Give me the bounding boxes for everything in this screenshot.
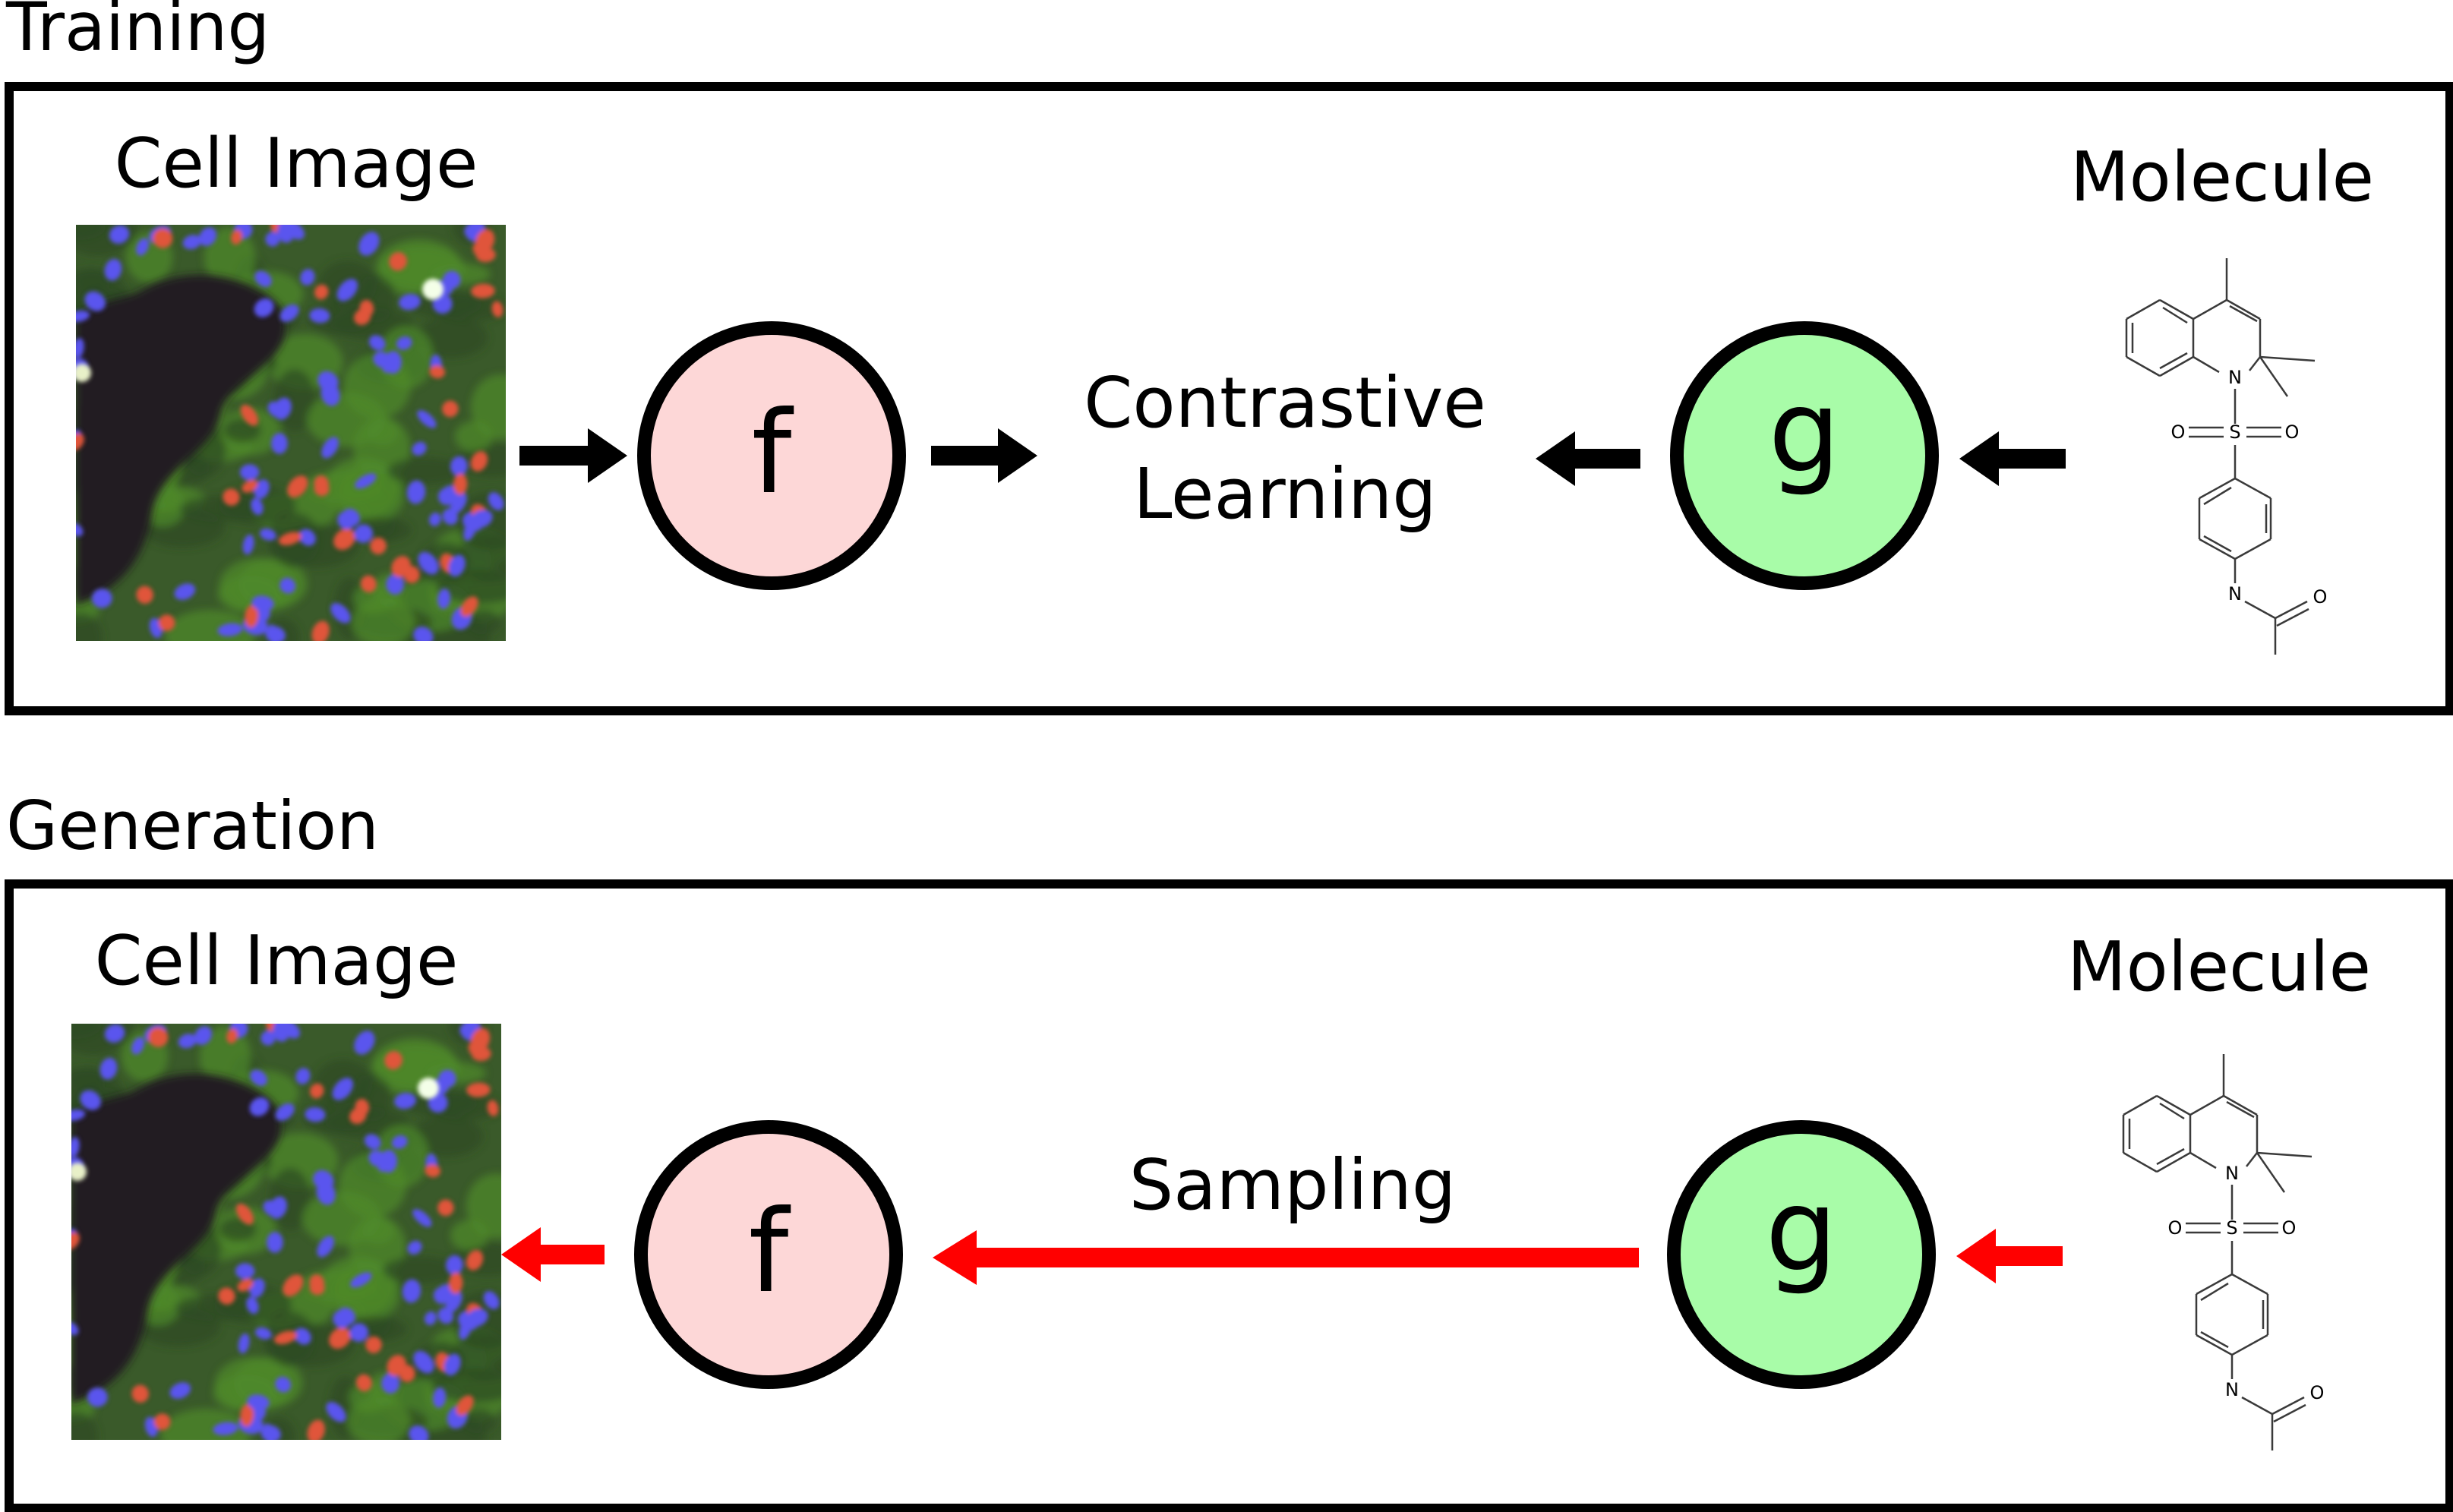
- training-arrow-molecule-to-g: [1959, 431, 2066, 486]
- training-cell-image-label: Cell Image: [115, 124, 478, 204]
- atom-o-amide: O: [2310, 1382, 2325, 1403]
- generation-encoder-f: [634, 1120, 903, 1389]
- atom-o-right: O: [2282, 1217, 2297, 1239]
- atom-o-right: O: [2285, 421, 2300, 443]
- generation-panel-frame: [5, 879, 2453, 1512]
- training-title: Training: [5, 0, 270, 66]
- training-encoder-f: [637, 321, 906, 590]
- training-arrow-g-to-contrastive: [1536, 431, 1640, 486]
- generation-arrow-f-to-cell: [501, 1227, 605, 1282]
- training-encoder-g-label: g: [1768, 366, 1840, 498]
- sampling-label: Sampling: [1129, 1144, 1457, 1226]
- generation-encoder-g: [1667, 1120, 1936, 1389]
- generation-title: Generation: [6, 787, 379, 865]
- training-encoder-f-label: f: [752, 387, 794, 519]
- atom-o-left: O: [2171, 421, 2186, 443]
- generation-cell-image-label: Cell Image: [95, 921, 459, 1001]
- training-panel-frame: [5, 82, 2453, 715]
- contrastive-label-line2: Learning: [1133, 453, 1436, 535]
- training-arrow-f-to-contrastive: [931, 428, 1037, 483]
- training-arrow-cell-to-f: [519, 428, 627, 483]
- atom-n2: N: [2228, 583, 2242, 604]
- generation-encoder-g-label: g: [1765, 1165, 1837, 1297]
- training-cell-image: [76, 225, 506, 641]
- atom-s: S: [2229, 421, 2240, 443]
- training-encoder-g: [1670, 321, 1939, 590]
- generation-molecule-structure: N S O O N O: [2122, 1054, 2325, 1450]
- generation-arrow-sampling: [933, 1230, 1639, 1285]
- atom-o-amide: O: [2313, 586, 2328, 608]
- training-molecule-label: Molecule: [2070, 137, 2374, 217]
- generation-arrow-molecule-to-g: [1956, 1229, 2063, 1283]
- training-molecule-structure: N S O O N O: [2125, 258, 2328, 655]
- contrastive-label-line1: Contrastive: [1084, 362, 1486, 443]
- atom-n1: N: [2225, 1163, 2239, 1184]
- generation-molecule-label: Molecule: [2067, 927, 2371, 1007]
- atom-n1: N: [2228, 367, 2242, 388]
- atom-s: S: [2226, 1217, 2237, 1239]
- atom-o-left: O: [2168, 1217, 2183, 1239]
- generation-encoder-f-label: f: [749, 1186, 791, 1318]
- atom-n2: N: [2225, 1379, 2239, 1400]
- generation-cell-image: [71, 1024, 501, 1440]
